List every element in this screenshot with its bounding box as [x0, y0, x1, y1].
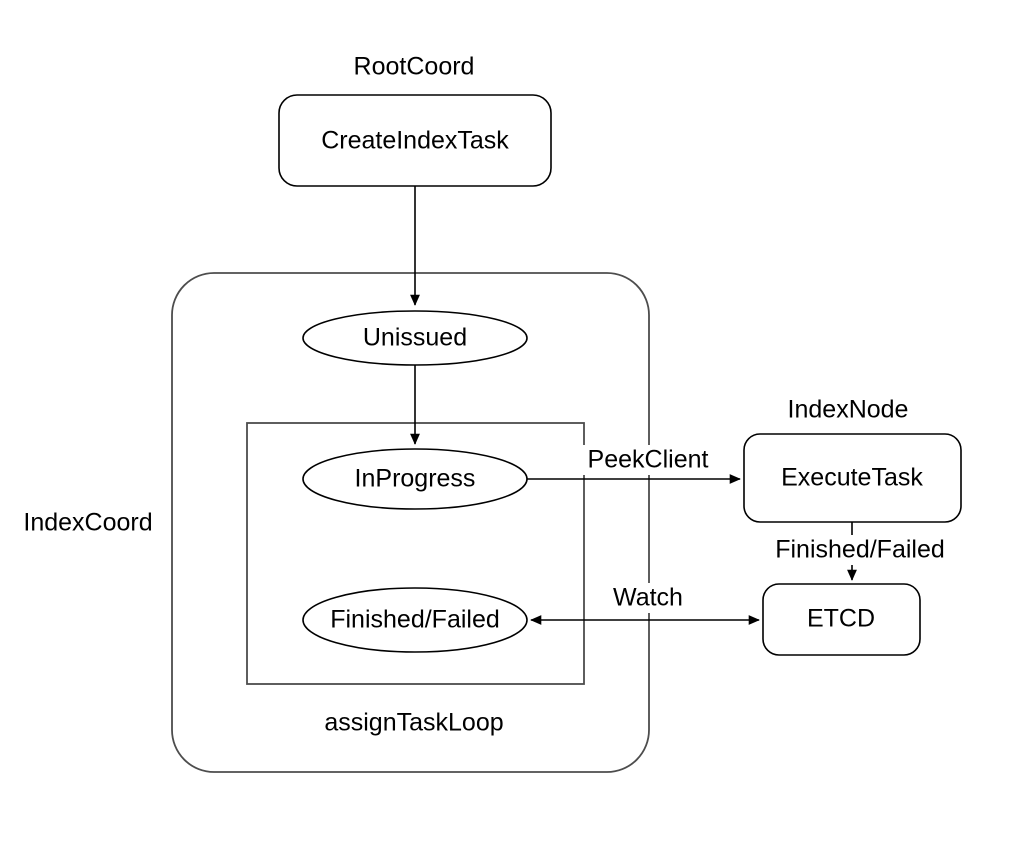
finished-failed-label: Finished/Failed: [330, 606, 500, 634]
in-progress-ellipse[interactable]: [302, 448, 528, 510]
group-label-indexnode: IndexNode: [788, 396, 909, 424]
execute-task-box[interactable]: [743, 433, 962, 523]
finished-failed-ellipse[interactable]: [302, 587, 528, 653]
etcd-label: ETCD: [807, 605, 875, 633]
peekclient-label-backdrop: [573, 445, 723, 475]
node-execute-task[interactable]: ExecuteTask: [743, 433, 962, 523]
group-label-assigntaskloop-group: assignTaskLoop: [300, 708, 530, 738]
node-unissued[interactable]: Unissued: [302, 310, 528, 366]
unissued-label: Unissued: [363, 324, 467, 352]
edge-label-peekclient-group: PeekClient: [573, 445, 723, 475]
execute-task-label: ExecuteTask: [781, 464, 923, 492]
edge-label-finished-failed-group: Finished/Failed: [756, 535, 964, 565]
group-label-assigntaskloop: assignTaskLoop: [324, 709, 503, 737]
edge-label-finished-failed: Finished/Failed: [775, 536, 945, 564]
group-label-rootcoord: RootCoord: [354, 53, 475, 81]
edge-label-peekclient: PeekClient: [588, 446, 709, 474]
edge-label-watch: Watch: [613, 584, 683, 612]
in-progress-label: InProgress: [355, 465, 476, 493]
node-create-index-task[interactable]: CreateIndexTask: [278, 94, 552, 187]
unissued-ellipse[interactable]: [302, 310, 528, 366]
node-finished-failed-state[interactable]: Finished/Failed: [302, 587, 528, 653]
indexcoord-label-backdrop: [8, 508, 170, 538]
create-index-task-box[interactable]: [278, 94, 552, 187]
edge-label-watch-group: Watch: [598, 583, 698, 613]
etcd-box[interactable]: [762, 583, 921, 656]
create-index-task-label: CreateIndexTask: [321, 127, 509, 155]
assigntaskloop-label-backdrop: [300, 708, 530, 738]
group-label-indexcoord: IndexCoord: [23, 509, 152, 537]
group-label-indexcoord-group: IndexCoord: [8, 508, 170, 538]
node-in-progress[interactable]: InProgress: [302, 448, 528, 510]
group-indexcoord-boundary: [171, 272, 650, 773]
watch-label-backdrop: [598, 583, 698, 613]
node-etcd[interactable]: ETCD: [762, 583, 921, 656]
finished-failed-edge-label-backdrop: [756, 535, 964, 565]
